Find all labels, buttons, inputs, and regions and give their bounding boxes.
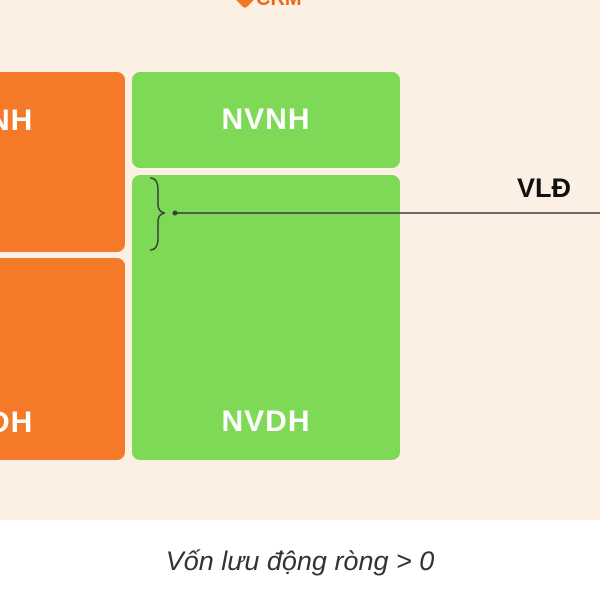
short-term-capital-box: NVNH (132, 72, 400, 168)
long-term-capital-box: NVDH (132, 175, 400, 460)
long-term-capital-label: NVDH (221, 405, 311, 438)
long-term-assets-box: DH (0, 258, 125, 460)
logo: CRM (235, 0, 302, 11)
current-assets-label: NH (0, 104, 34, 137)
long-term-assets-label: DH (0, 406, 34, 439)
current-assets-box: NH (0, 72, 125, 252)
working-capital-label: VLĐ (517, 173, 571, 203)
brace-icon (149, 177, 166, 251)
short-term-capital-label: NVNH (221, 103, 311, 136)
diagram-panel: CRM NH DH NVNH NVDH VLĐ (0, 0, 600, 520)
annotation-connector (149, 177, 600, 251)
caption: Vốn lưu động ròng > 0 (165, 546, 435, 576)
logo-text: CRM (256, 0, 302, 11)
